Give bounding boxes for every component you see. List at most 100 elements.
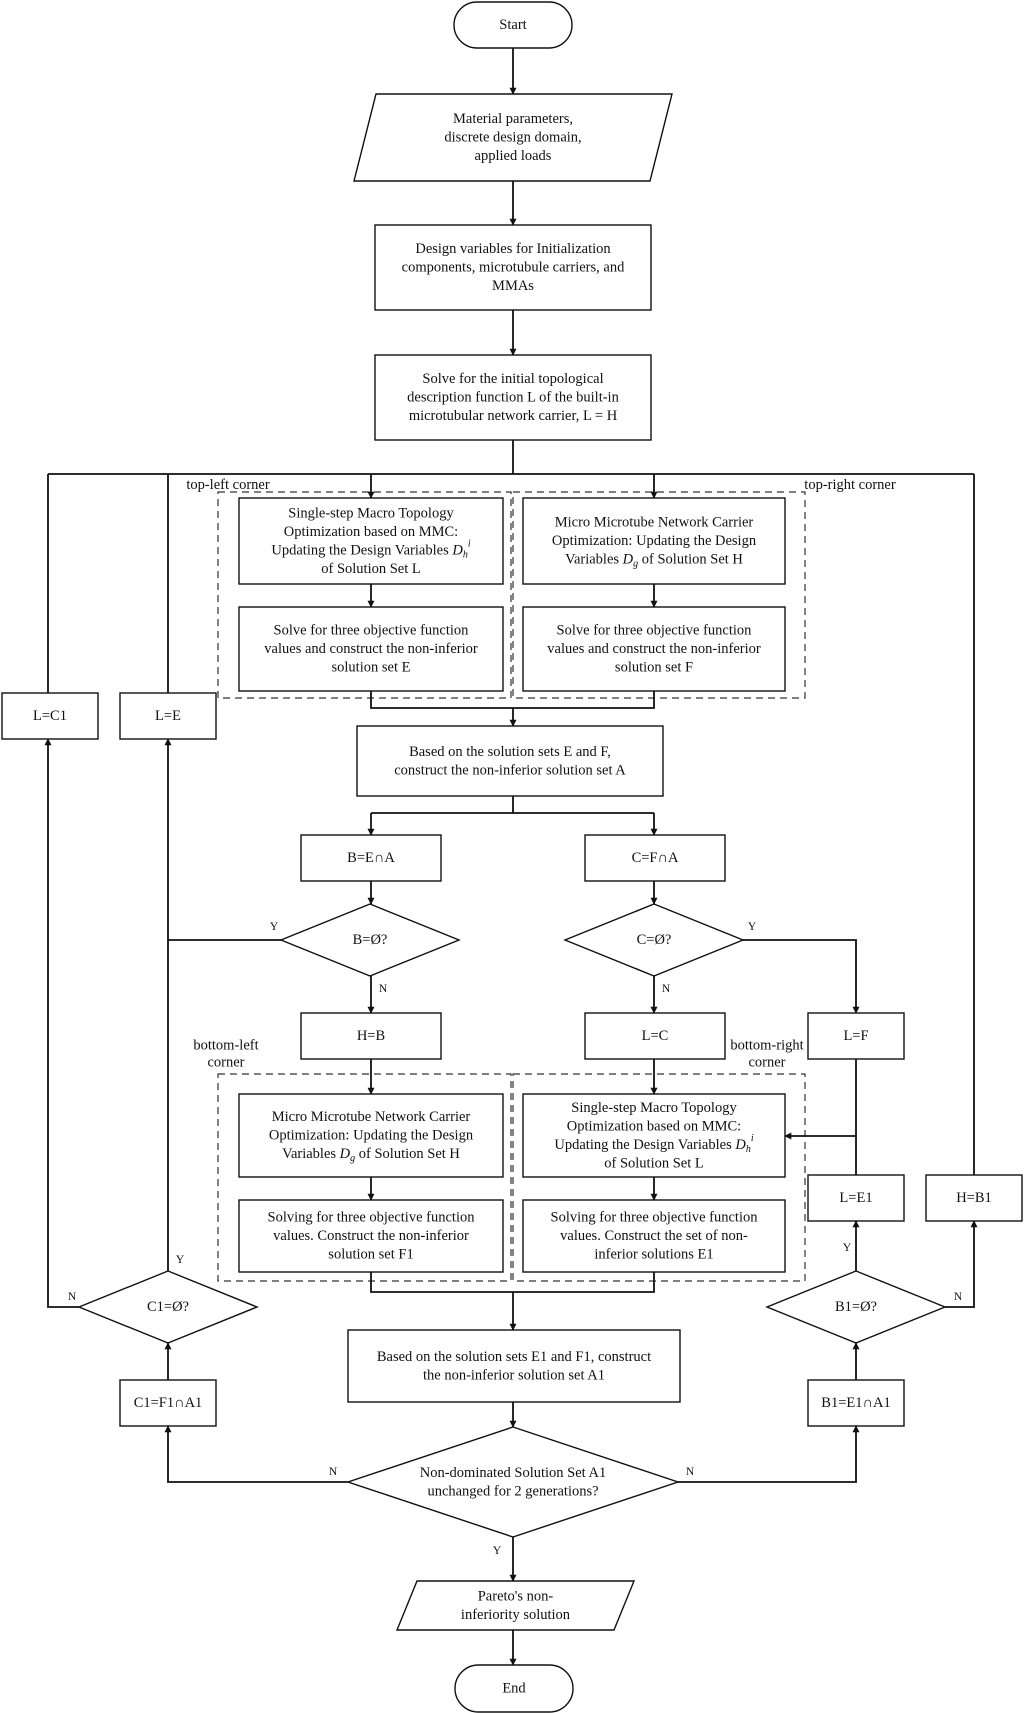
objective-e-box-line: solution set E <box>332 660 411 676</box>
l-c-box-line: L=C <box>642 1028 669 1044</box>
c-set-box <box>584 834 726 882</box>
converge-diamond <box>345 1426 681 1538</box>
b-empty-diamond <box>279 903 461 977</box>
input-parallelogram-line: Material parameters, <box>453 111 573 127</box>
label-c-no-line: N <box>662 983 671 995</box>
c-empty-diamond <box>563 903 745 977</box>
micro-opt-top-box-line: Optimization: Updating the Design <box>552 533 757 549</box>
construct-a-box <box>356 725 664 797</box>
objective-f-box-line: values and construct the non-inferior <box>547 641 761 657</box>
macro-opt-top-box <box>238 497 504 585</box>
init-box-line: MMAs <box>492 278 534 294</box>
b-empty-diamond-line: B=Ø? <box>353 932 388 948</box>
macro-opt-top-box-line: Optimization based on MMC: <box>284 524 458 540</box>
h-b-box <box>300 1012 442 1060</box>
c-set-box-line: C=F∩A <box>632 850 679 866</box>
micro-opt-bottom-box <box>238 1093 504 1178</box>
objective-e1-box-line: values. Construct the set of non- <box>560 1228 748 1244</box>
start-terminal-line: Start <box>499 17 526 33</box>
converge-diamond-line: unchanged for 2 generations? <box>427 1483 598 1499</box>
l-c1-box-line: L=C1 <box>33 708 67 724</box>
corner-top-right-line: top-right corner <box>804 477 896 493</box>
objective-e1-box <box>522 1199 786 1273</box>
end-terminal <box>454 1664 574 1713</box>
construct-a1-box-line: the non-inferior solution set A1 <box>423 1367 605 1383</box>
construct-a-box-line: Based on the solution sets E and F, <box>409 744 611 760</box>
group-bottom-left <box>217 1073 512 1282</box>
start-terminal <box>453 1 573 49</box>
corner-bottom-right-line: bottom-right <box>730 1038 803 1054</box>
l-f-box-line: L=F <box>843 1028 868 1044</box>
input-parallelogram <box>353 93 673 182</box>
construct-a1-box-line: Based on the solution sets E1 and F1, co… <box>377 1349 651 1365</box>
objective-e1-box-line: Solving for three objective function <box>551 1210 759 1226</box>
macro-opt-bottom-box-line: of Solution Set L <box>604 1155 704 1171</box>
c1-set-box-line: C1=F1∩A1 <box>134 1395 203 1411</box>
objective-f1-box-line: values. Construct the non-inferior <box>273 1228 469 1244</box>
solve-init-box-line: description function L of the built-in <box>407 390 619 406</box>
label-b1-yes-line: Y <box>843 1242 852 1254</box>
label-converge-yes-line: Y <box>493 1545 502 1557</box>
b1-set-box <box>807 1379 905 1427</box>
edge-c1-no-lc1 <box>44 738 79 1308</box>
solve-init-box-line: microtubular network carrier, L = H <box>409 408 618 424</box>
l-c-box <box>584 1012 726 1060</box>
input-parallelogram-line: discrete design domain, <box>444 130 581 146</box>
h-b1-box-line: H=B1 <box>956 1190 992 1206</box>
macro-opt-bottom-box <box>522 1093 786 1178</box>
macro-opt-top-box-line: Updating the Design Variables Dhi​ <box>271 538 470 560</box>
group-top-right <box>512 491 806 699</box>
objective-f-box-line: Solve for three objective function <box>557 623 753 639</box>
macro-opt-top-box-line: of Solution Set L <box>321 561 421 577</box>
label-c1-yes-line: Y <box>176 1254 185 1266</box>
micro-opt-bottom-box-line: Optimization: Updating the Design <box>269 1128 474 1144</box>
solve-init-box <box>374 354 652 441</box>
c1-empty-diamond <box>77 1270 259 1344</box>
corner-bottom-left-line: corner <box>207 1055 244 1071</box>
l-e1-box <box>807 1174 905 1222</box>
construct-a-box-line: construct the non-inferior solution set … <box>394 762 626 778</box>
l-c1-box <box>1 692 99 740</box>
group-bottom-right <box>512 1073 806 1282</box>
l-e-box-line: L=E <box>155 708 181 724</box>
b1-empty-diamond <box>765 1270 947 1344</box>
objective-e-box-line: values and construct the non-inferior <box>264 641 478 657</box>
l-e-box <box>119 692 217 740</box>
h-b1-box <box>925 1174 1023 1222</box>
b1-set-box-line: B1=E1∩A1 <box>821 1395 890 1411</box>
group-top-left <box>217 491 512 699</box>
objective-f1-box-line: solution set F1 <box>328 1247 413 1263</box>
label-c-yes-line: Y <box>748 921 757 933</box>
objective-f1-box-line: Solving for three objective function <box>268 1210 476 1226</box>
micro-opt-top-box-line: Variables Dg​ of Solution Set H <box>565 552 743 570</box>
b-set-box-line: B=E∩A <box>347 850 395 866</box>
label-b-yes-line: Y <box>270 921 279 933</box>
edge-converge-no-right <box>678 1425 860 1483</box>
corner-bottom-right-line: corner <box>748 1055 785 1071</box>
edge-b1-no-hb1 <box>945 1220 978 1308</box>
label-converge-no-left-line: N <box>329 1466 338 1478</box>
objective-f1-box <box>238 1199 504 1273</box>
objective-f-box-line: solution set F <box>615 660 693 676</box>
init-box-line: components, microtubule carriers, and <box>402 260 625 276</box>
l-e1-box-line: L=E1 <box>839 1190 872 1206</box>
macro-opt-bottom-box-line: Single-step Macro Topology <box>571 1100 737 1116</box>
macro-opt-bottom-box-line: Optimization based on MMC: <box>567 1118 741 1134</box>
corner-bottom-left-line: bottom-left <box>193 1038 258 1054</box>
micro-opt-top-box-line: Micro Microtube Network Carrier <box>555 515 754 531</box>
micro-opt-bottom-box-line: Micro Microtube Network Carrier <box>272 1109 471 1125</box>
c1-empty-diamond-line: C1=Ø? <box>147 1299 189 1315</box>
macro-opt-bottom-box-line: Updating the Design Variables Dhi​ <box>554 1132 753 1154</box>
construct-a1-box <box>347 1329 681 1403</box>
objective-f-box <box>522 606 786 692</box>
c-empty-diamond-line: C=Ø? <box>637 932 672 948</box>
converge-diamond-line: Non-dominated Solution Set A1 <box>420 1465 606 1481</box>
edge-c-yes-lf <box>743 939 860 1014</box>
label-b-no-line: N <box>379 983 388 995</box>
corner-top-left-line: top-left corner <box>186 477 270 493</box>
c1-set-box <box>119 1379 217 1427</box>
label-c1-no-line: N <box>68 1291 77 1303</box>
pareto-parallelogram-line: inferiority solution <box>461 1607 571 1623</box>
init-box-line: Design variables for Initialization <box>415 241 611 257</box>
